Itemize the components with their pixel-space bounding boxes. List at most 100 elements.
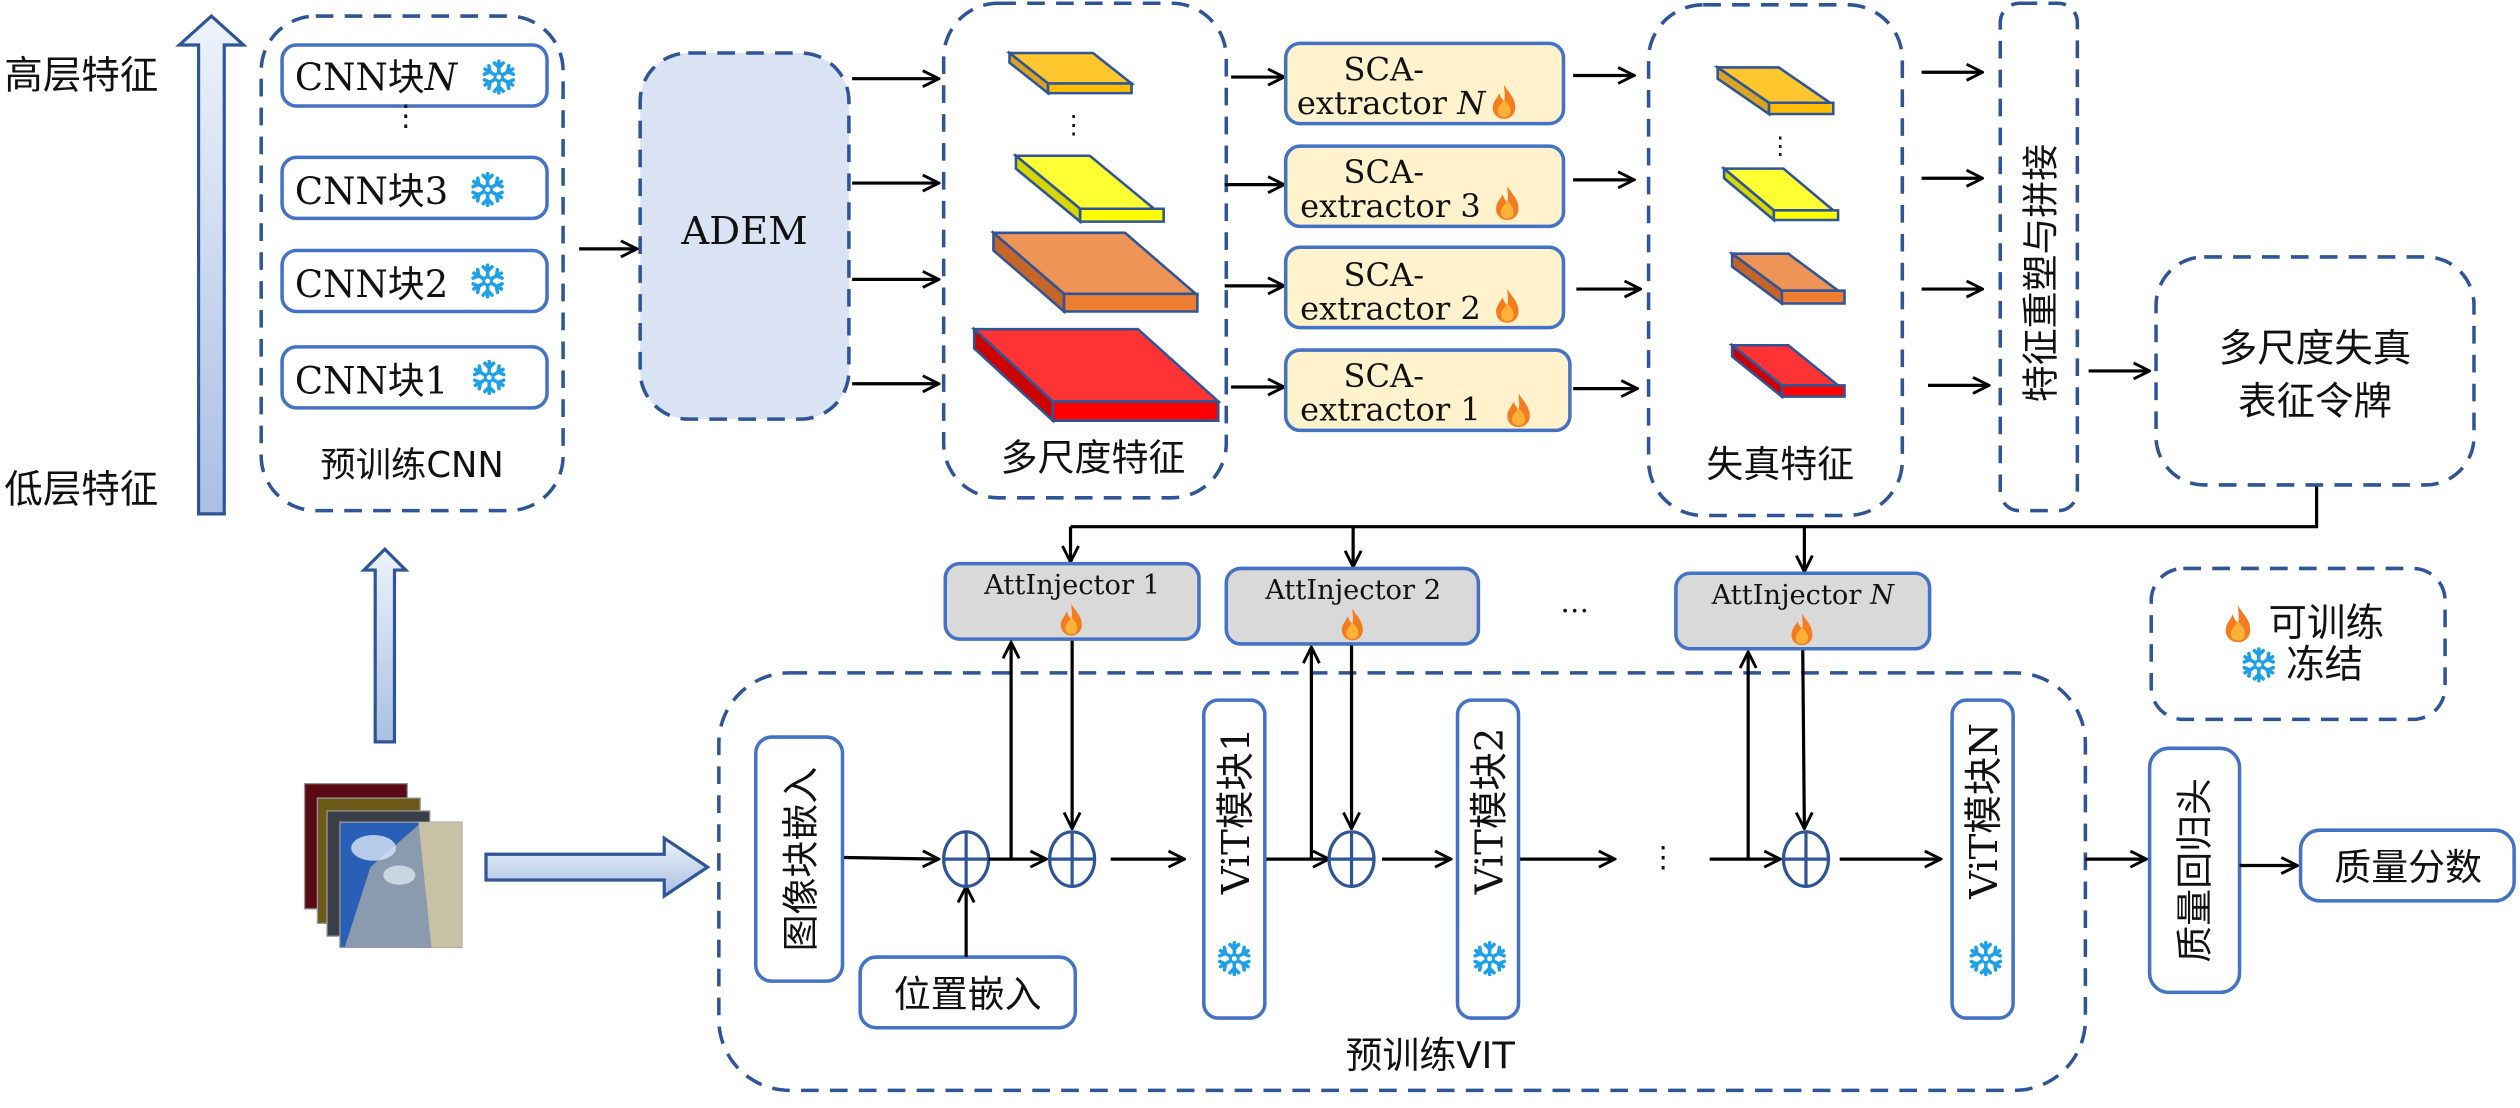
pretrained-cnn-container — [259, 14, 565, 513]
svg-text:extractor 2: extractor 2 — [1300, 290, 1481, 328]
pretrained-vit-container — [717, 671, 2088, 1093]
adem-label: ADEM — [680, 209, 807, 254]
extractor-line2: extractor — [1300, 391, 1451, 429]
svg-text:extractor 3: extractor 3 — [1300, 187, 1481, 225]
cnn-block-label: CNN块 — [295, 359, 425, 402]
vit-block-n[interactable]: ViT模块N — [1950, 698, 2015, 1020]
distortion-container — [1646, 3, 1905, 518]
legend-trainable-label: 可训练 — [2268, 601, 2384, 646]
input-image-stack — [303, 782, 463, 949]
pretrained-cnn-title: 预训练CNN — [320, 445, 503, 486]
reshape-concat-label: 特征重塑与拼接 — [2019, 144, 2062, 402]
legend: 可训练 冻结 — [2149, 566, 2447, 722]
svg-text:extractor N: extractor N — [1297, 84, 1487, 122]
extractor-index: 1 — [1460, 391, 1480, 429]
multiscale-title: 多尺度特征 — [1001, 436, 1186, 479]
cnn-block-index: 2 — [425, 263, 449, 306]
cnn-block-index: 3 — [425, 170, 449, 213]
svg-text:CNN块1: CNN块1 — [295, 359, 448, 402]
cnn-block-1[interactable]: CNN块1 — [280, 345, 549, 410]
quality-regression-head[interactable]: 质量回归头 — [2147, 746, 2242, 995]
position-embedding-label: 位置嵌入 — [894, 973, 1042, 1016]
svg-text:AttInjector 2: AttInjector 2 — [1264, 575, 1441, 606]
cnn-block-label: CNN块 — [295, 170, 425, 213]
cnn-block-3[interactable]: CNN块3 — [280, 155, 549, 221]
injector-ellipsis: … — [1560, 585, 1589, 619]
low-level-feature-label: 低层特征 — [4, 468, 158, 513]
arrow-injector-n-output — [1803, 650, 1805, 828]
feature-map-3 — [1012, 153, 1165, 225]
cnn-block-n[interactable]: CNN块N — [280, 43, 549, 108]
quality-score-output[interactable]: 质量分数 — [2298, 828, 2516, 903]
adem-module[interactable]: ADEM — [638, 51, 851, 421]
feature-map-n — [1005, 50, 1136, 96]
vit-block-1[interactable]: ViT模块1 — [1202, 698, 1267, 1020]
extractor-line1: SCA- — [1344, 153, 1425, 191]
multiscale-feature-group: ⋮ 多尺度特征 — [941, 1, 1229, 500]
cnn-block-2[interactable]: CNN块2 — [280, 248, 549, 314]
add-node-n — [1781, 830, 1831, 889]
cnn-block-index: N — [424, 56, 459, 99]
att-injector-2[interactable]: AttInjector 2 — [1224, 566, 1481, 646]
multiscale-container — [941, 1, 1229, 500]
distortion-tokens-module[interactable]: 多尺度失真 表征令牌 — [2154, 255, 2476, 487]
snowflake-icon — [2242, 647, 2276, 683]
feature-vertical-ellipsis: ⋮ — [1061, 110, 1087, 140]
extractor-line2: extractor — [1300, 290, 1451, 328]
position-embedding-module[interactable]: 位置嵌入 — [858, 955, 1078, 1030]
distortion-map-1 — [1728, 342, 1846, 400]
cnn-block-index: 1 — [425, 359, 449, 402]
vit-block-2[interactable]: ViT模块2 — [1455, 698, 1521, 1020]
sca-extractor-1[interactable]: SCA- extractor 1 — [1283, 348, 1572, 433]
svg-text:AttInjector N: AttInjector N — [1711, 580, 1895, 611]
cnn-block-label: CNN块 — [295, 56, 425, 99]
legend-frozen-label: 冻结 — [2286, 643, 2363, 688]
flame-icon — [2225, 605, 2251, 643]
sca-extractor-2[interactable]: SCA- extractor 2 — [1283, 245, 1566, 330]
reshape-concat-module[interactable]: 特征重塑与拼接 — [1998, 1, 2080, 513]
pretrained-vit-title: 预训练VIT — [1345, 1034, 1515, 1077]
cnn-vertical-ellipsis: ⋮ — [391, 98, 420, 132]
add-node-3 — [1327, 830, 1376, 889]
svg-text:CNN块N: CNN块N — [295, 56, 459, 99]
extractor-index: 3 — [1460, 187, 1480, 225]
high-level-feature-label: 高层特征 — [4, 53, 158, 98]
quality-score-label: 质量分数 — [2334, 846, 2482, 889]
sca-extractor-n[interactable]: SCA- extractor N — [1283, 41, 1566, 126]
svg-text:extractor 1: extractor 1 — [1300, 391, 1481, 429]
att-injector-1[interactable]: AttInjector 1 — [943, 561, 1201, 641]
tokens-line1: 多尺度失真 — [2219, 326, 2412, 371]
extractor-line1: SCA- — [1344, 50, 1425, 88]
cnn-block-label: CNN块 — [295, 263, 425, 306]
up-arrow-to-cnn-icon — [360, 546, 410, 744]
extractor-line1: SCA- — [1344, 357, 1425, 395]
add-node-2 — [1048, 830, 1097, 889]
token-bus-line — [1070, 486, 2319, 529]
distortion-map-3 — [1720, 165, 1840, 223]
patch-embedding-module[interactable]: 图像块嵌入 — [754, 735, 845, 983]
extractor-line2: extractor — [1297, 84, 1448, 122]
sca-extractor-3[interactable]: SCA- extractor 3 — [1283, 144, 1566, 229]
att-injector-n[interactable]: AttInjector N — [1674, 571, 1932, 651]
vit-block-label: ViT模块2 — [1467, 728, 1512, 896]
injector-label: AttInjector — [983, 570, 1135, 601]
extractor-index: 2 — [1460, 290, 1480, 328]
feature-map-1 — [970, 326, 1222, 424]
vit-block-label: ViT模块1 — [1214, 728, 1259, 896]
pretrained-vit-group: 图像块嵌入 位置嵌入 ViT模块1 — [717, 640, 2088, 1093]
legend-container — [2149, 566, 2447, 722]
svg-text:CNN块2: CNN块2 — [295, 263, 448, 306]
distortion-map-n — [1713, 65, 1835, 117]
vit-horizontal-ellipsis: ⋮ — [1649, 840, 1678, 874]
add-node-1 — [942, 830, 991, 889]
feature-level-arrow — [175, 13, 248, 516]
quality-head-label: 质量回归头 — [2173, 778, 2216, 963]
up-arrow-icon — [175, 13, 248, 516]
injector-label: AttInjector — [1711, 580, 1863, 611]
extractor-index: N — [1456, 84, 1487, 122]
injector-index: N — [1869, 580, 1895, 611]
svg-text:CNN块3: CNN块3 — [295, 170, 448, 213]
injector-label: AttInjector — [1264, 575, 1416, 606]
arrow-patch-to-add1 — [844, 857, 939, 859]
